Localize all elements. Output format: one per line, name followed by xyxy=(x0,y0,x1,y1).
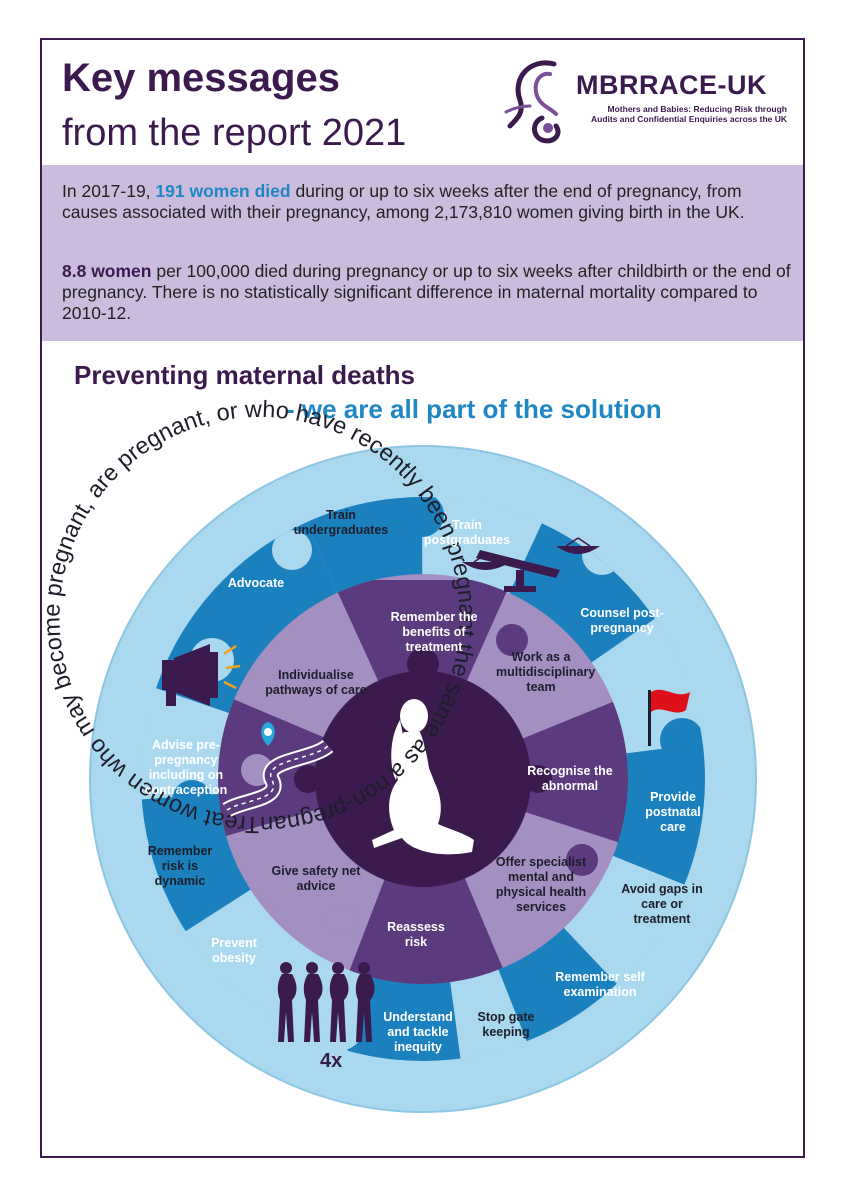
logo-name: MBRRACE-UK xyxy=(576,70,767,100)
inner-piece-multidisciplinary-team: Work as a multidisciplinary team xyxy=(496,650,596,694)
inner-piece-safety-net-advice: Give safety net advice xyxy=(271,864,361,893)
outer-piece-provide-postnatal-care: Provide postnatal care xyxy=(645,790,701,834)
inner-piece-individualise-pathways: Individualise pathways of care xyxy=(265,668,367,697)
logo-subtitle-line2: Audits and Confidential Enquiries across… xyxy=(591,114,787,124)
outer-piece-train-postgraduates: Train postgraduates xyxy=(423,518,511,547)
inner-piece-specialist-services: Offer specialist mental and physical hea… xyxy=(495,855,587,914)
scales-icon xyxy=(462,537,600,592)
summary-p1-pre: In 2017-19, xyxy=(62,181,156,201)
solution-wheel: Treat women who may become pregnant, are… xyxy=(42,40,757,1113)
page-subtitle: from the report 2021 xyxy=(62,112,407,154)
summary-p1-post: during or up to six weeks after the end … xyxy=(62,181,745,222)
summary-paragraph-1: In 2017-19, 191 women died during or up … xyxy=(62,181,792,223)
flag-icon xyxy=(648,689,690,746)
section-subheading: - we are all part of the solution xyxy=(286,394,662,424)
mbrrace-logo: MBRRACE-UK Mothers and Babies: Reducing … xyxy=(502,56,792,156)
outer-piece-advocate: Advocate xyxy=(227,576,285,590)
outer-piece-risk-dynamic: Remember risk is dynamic xyxy=(147,844,213,888)
outer-piece-stop-gate-keeping: Stop gate keeping xyxy=(477,1010,535,1039)
inner-piece-reassess-risk: Reassess risk xyxy=(387,920,445,949)
logo-subtitle: Mothers and Babies: Reducing Risk throug… xyxy=(562,104,787,124)
outer-piece-advise-pre-pregnancy: Advise pre-pregnancy including on contra… xyxy=(144,738,228,797)
outer-piece-avoid-gaps: Avoid gaps in care or treatment xyxy=(621,882,703,926)
inner-piece-benefits-of-treatment: Remember the benefits of treatment xyxy=(390,610,478,654)
road-pin-icon xyxy=(222,722,334,818)
section-heading: Preventing maternal deaths xyxy=(74,360,415,390)
rate-highlight: 8.8 women xyxy=(62,261,152,281)
outer-piece-tackle-inequity: Understand and tackle inequity xyxy=(383,1010,453,1054)
poster-frame: Key messages from the report 2021 MBRRAC… xyxy=(40,38,805,1158)
summary-paragraph-2: 8.8 women per 100,000 died during pregna… xyxy=(62,261,792,324)
pregnant-women-icon xyxy=(277,962,375,1042)
inner-piece-recognise-abnormal: Recognise the abnormal xyxy=(527,764,613,793)
megaphone-icon xyxy=(162,644,241,706)
summary-band: In 2017-19, 191 women died during or up … xyxy=(42,165,803,341)
summary-p2-post: per 100,000 died during pregnancy or up … xyxy=(62,261,791,323)
outer-piece-train-undergraduates: Train undergraduates xyxy=(293,508,389,537)
four-times-label: 4x xyxy=(320,1050,343,1072)
logo-subtitle-line1: Mothers and Babies: Reducing Risk throug… xyxy=(607,104,787,114)
outer-piece-self-examination: Remember self examination xyxy=(555,970,645,999)
deaths-highlight: 191 women died xyxy=(155,181,291,201)
outer-piece-counsel-post-pregnancy: Counsel post-pregnancy xyxy=(580,606,664,635)
pregnant-woman-silhouette-icon xyxy=(372,699,474,855)
logo-mother-baby-icon xyxy=(504,60,561,144)
page-title: Key messages xyxy=(62,56,340,100)
outer-piece-prevent-obesity: Prevent obesity xyxy=(211,936,257,965)
